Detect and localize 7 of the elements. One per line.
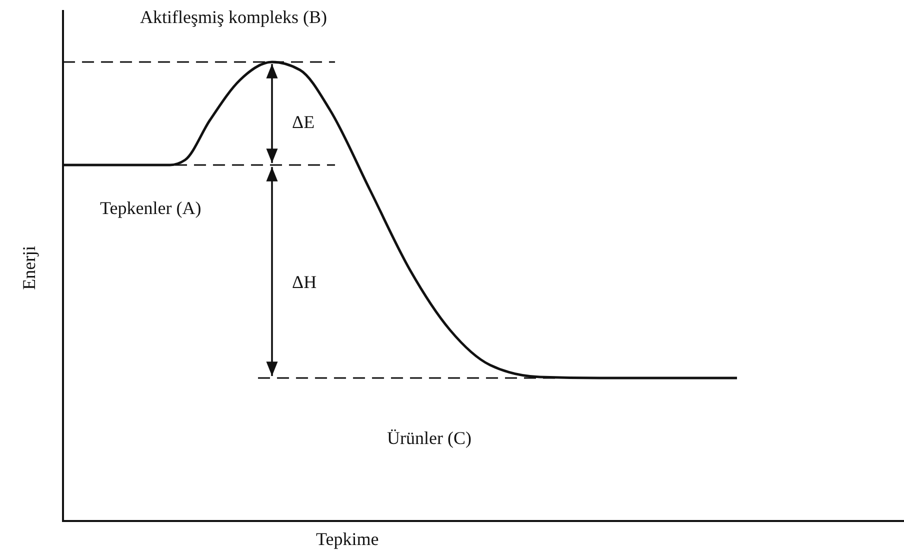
dimension-label: ΔH	[292, 273, 317, 293]
axis-title: Tepkime	[316, 530, 379, 550]
peak-label: Aktifleşmiş kompleks (B)	[140, 8, 327, 28]
product-label: Ürünler (C)	[387, 429, 472, 449]
reactant-label: Tepkenler (A)	[100, 199, 202, 219]
axis-title: Enerji	[20, 246, 40, 290]
dimension-label: ΔE	[292, 113, 315, 133]
